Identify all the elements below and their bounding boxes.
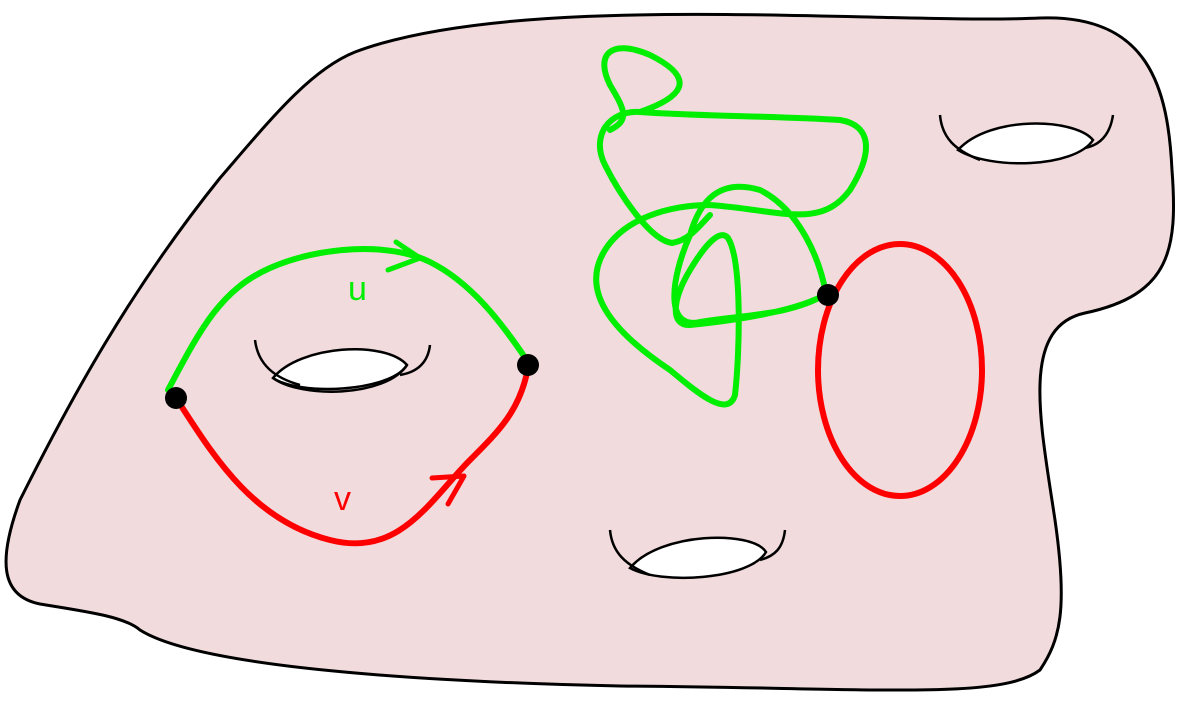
point-loop [817, 284, 839, 306]
label-v: v [334, 480, 351, 518]
label-u: u [348, 270, 367, 308]
point-left [165, 387, 187, 409]
loop-red [815, 241, 985, 499]
hole-top-right [938, 114, 1115, 165]
path-v [173, 365, 531, 547]
arrow-u-icon [385, 239, 423, 273]
tangled-loop [593, 45, 869, 408]
point-right [517, 354, 539, 376]
surface-body [4, 12, 1176, 692]
arrow-v-icon [429, 473, 467, 507]
path-u [165, 246, 531, 393]
hole-bottom [608, 529, 787, 580]
hole-left [253, 339, 432, 393]
